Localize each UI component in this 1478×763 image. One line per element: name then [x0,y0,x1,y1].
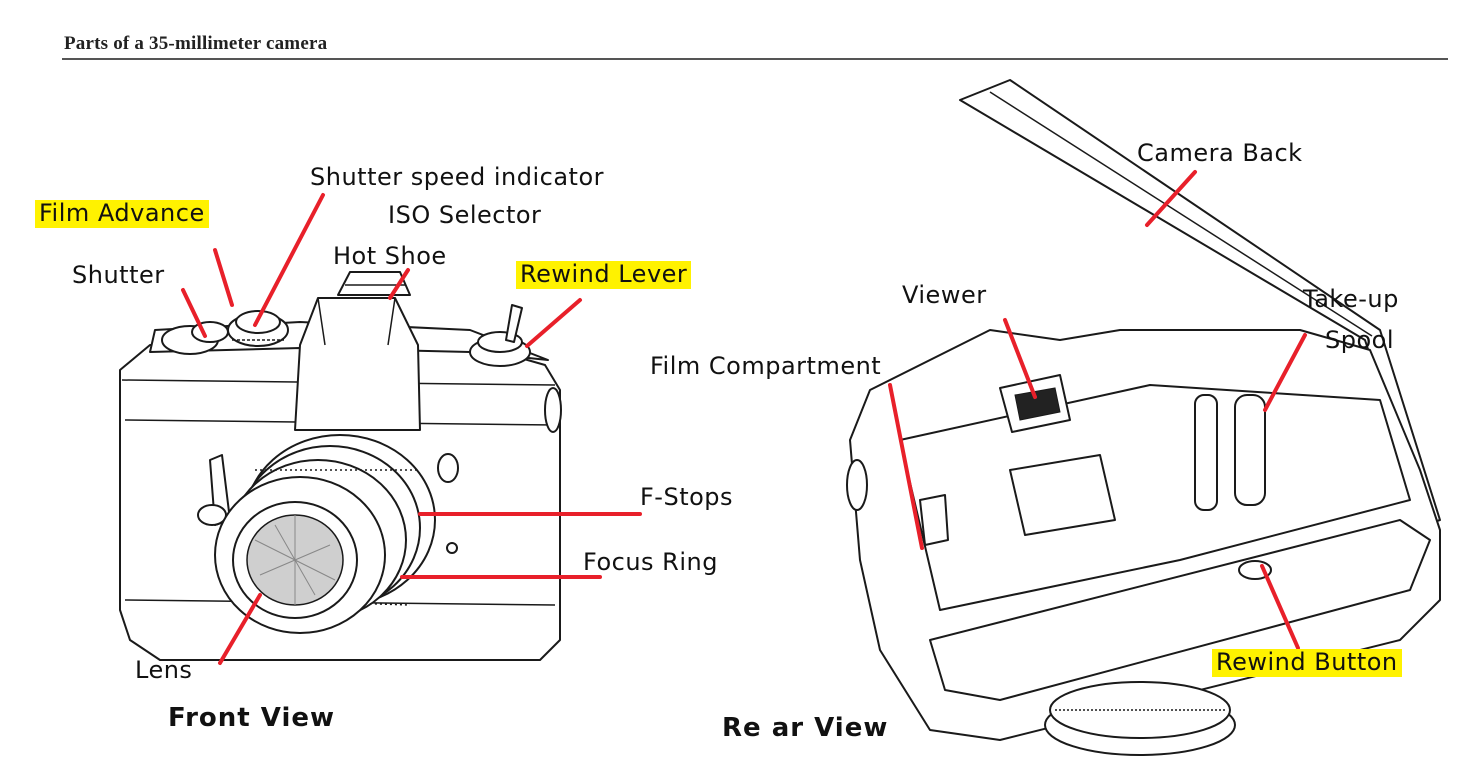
front-camera-drawing [119,271,562,661]
leader-lens [218,593,262,665]
leader-rewind-button [1260,564,1300,650]
leader-rewind-lever [525,298,582,348]
leader-camera-back [1145,170,1197,227]
label-film-compartment: Film Compartment [650,352,882,380]
leader-film-advance [213,248,234,307]
leader-lines [181,170,1307,665]
front-view-caption: Front View [168,703,336,733]
leader-hot-shoe [388,268,410,300]
title-rule [62,58,1448,60]
label-shutter: Shutter [72,261,165,289]
label-film-advance: Film Advance [35,199,209,228]
label-iso-selector: ISO Selector [388,201,542,229]
page-title: Parts of a 35-millimeter camera [64,33,328,54]
label-camera-back: Camera Back [1137,139,1303,167]
label-focus-ring: Focus Ring [583,548,718,576]
label-rewind-lever: Rewind Lever [516,260,692,289]
leader-take-up-spool [1263,333,1307,412]
label-hot-shoe: Hot Shoe [333,242,447,270]
label-shutter-speed-indicator: Shutter speed indicator [310,163,605,191]
rear-view-caption: Re ar View [722,713,889,743]
leader-viewer [1003,318,1037,399]
label-rewind-button: Rewind Button [1212,648,1402,677]
label-lens: Lens [135,656,193,684]
leader-shutter [181,288,207,338]
label-viewer: Viewer [902,281,987,309]
label-spool: Spool [1325,326,1395,354]
label-take-up: Take-up [1303,285,1399,313]
label-f-stops: F-Stops [640,483,734,511]
leader-shutter-speed [253,193,325,327]
leader-film-compartment [888,383,924,550]
